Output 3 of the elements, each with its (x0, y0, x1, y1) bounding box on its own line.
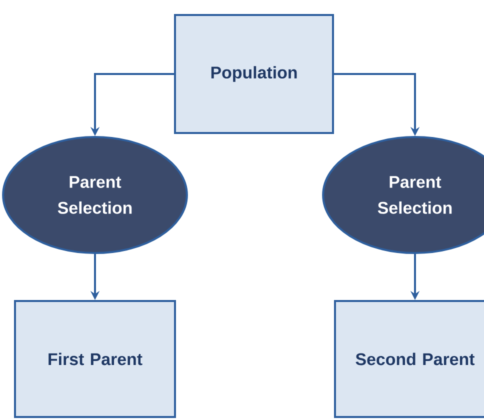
process-box: Population (174, 14, 334, 134)
process-box: Second Parent (334, 300, 484, 418)
process-box: First Parent (14, 300, 176, 418)
